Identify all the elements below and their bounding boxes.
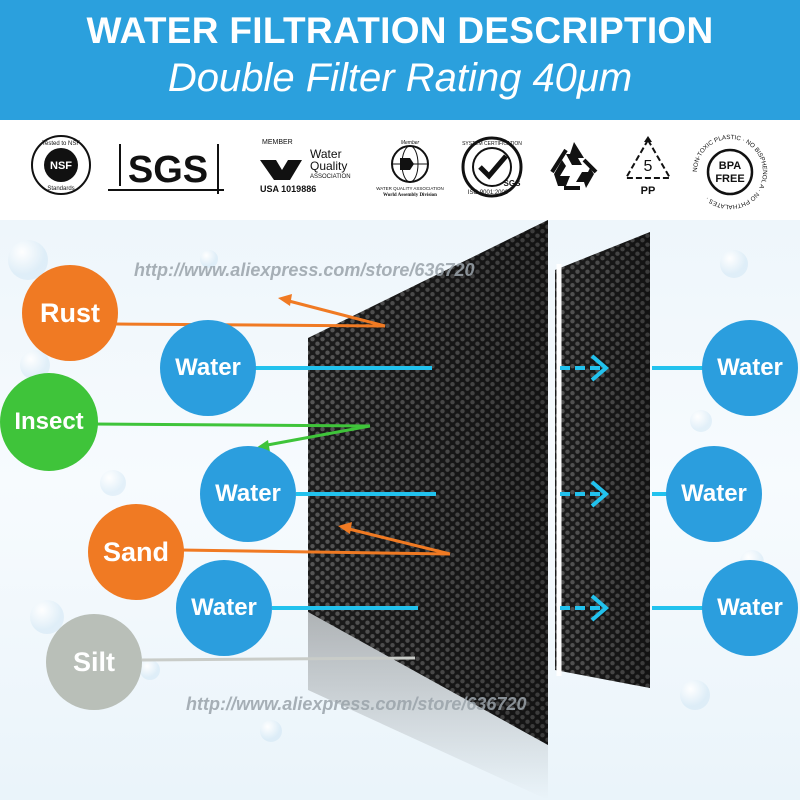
watermark-bottom: http://www.aliexpress.com/store/636720	[186, 694, 527, 714]
wqa-world-line2: World Assembly Division	[383, 193, 437, 198]
bpa-free-logo: BPA FREE NON-TOXIC PLASTIC · NO BISPHENO…	[692, 134, 768, 210]
water-bubble	[200, 250, 218, 268]
pass-arrow-3	[560, 594, 610, 622]
filtration-diagram: http://www.aliexpress.com/store/636720 h…	[0, 220, 800, 800]
checkmark-icon	[478, 154, 508, 180]
insect-circle: Insect	[0, 373, 98, 471]
water-in-circle-1: Water	[160, 320, 256, 416]
sand-circle: Sand	[88, 504, 184, 600]
wqa-line2: Quality	[310, 159, 347, 173]
wqa-world-member: Member	[401, 140, 420, 146]
pp-label: PP	[641, 185, 656, 197]
iso-bottom-text: ISO 9001:2000	[468, 190, 509, 196]
water-bubble	[680, 680, 710, 710]
water-bubble	[100, 470, 126, 496]
sand-arrow	[179, 522, 451, 556]
water-bubble	[720, 250, 748, 278]
certification-row: NSF Tested to NSF Standards SGS MEMBER W…	[0, 120, 800, 220]
pass-arrow-1	[560, 354, 610, 382]
rust-circle: Rust	[22, 265, 118, 361]
recycle-icon	[550, 142, 598, 190]
nsf-mark: NSF	[50, 160, 72, 172]
pp-recycle-icon: 5 PP	[624, 136, 672, 197]
bpa-text-1: BPA	[719, 160, 741, 172]
water-bubble	[260, 720, 282, 742]
water-out-circle-1: Water	[702, 320, 798, 416]
water-in-circle-2: Water	[200, 446, 296, 542]
water-bubble	[140, 660, 160, 680]
rust-arrow	[115, 294, 386, 328]
water-bubble	[690, 410, 712, 432]
sgs-text: SGS	[128, 149, 208, 191]
silt-circle: Silt	[46, 614, 142, 710]
watermark-top: http://www.aliexpress.com/store/636720	[134, 260, 475, 280]
wqa-logo: MEMBER Water Quality ASSOCIATION USA 101…	[260, 139, 351, 194]
water-out-circle-3: Water	[702, 560, 798, 656]
bpa-text-2: FREE	[715, 173, 744, 185]
silt-arrow	[141, 656, 416, 662]
wqa-line3: ASSOCIATION	[310, 174, 351, 180]
page-title: WATER FILTRATION DESCRIPTION	[86, 10, 714, 51]
pp-number: 5	[644, 158, 653, 175]
iso-sgs-text: SGS	[504, 179, 522, 188]
header-banner: WATER FILTRATION DESCRIPTION Double Filt…	[0, 0, 800, 120]
wqa-icon	[260, 160, 302, 180]
second-filter-layer	[555, 232, 650, 688]
first-filter-layer	[308, 220, 548, 800]
water-in-circle-3: Water	[176, 560, 272, 656]
nsf-logo: NSF Tested to NSF Standards	[31, 135, 91, 195]
wqa-member-text: MEMBER	[262, 139, 293, 146]
water-out-circle-2: Water	[666, 446, 762, 542]
filter-lines-svg	[91, 220, 706, 800]
wqa-line1: Water	[310, 147, 342, 161]
sgs-logo: SGS	[108, 144, 224, 194]
wqa-world-logo: Member WATER QUALITY ASSOCIATION World A…	[376, 140, 444, 198]
pass-arrow-2	[560, 480, 610, 508]
page-subtitle: Double Filter Rating 40μm	[167, 56, 633, 100]
iso-top-text: SYSTEM CERTIFICATION	[462, 141, 522, 147]
iso-sgs-logo: SYSTEM CERTIFICATION ISO 9001:2000 SGS	[461, 136, 523, 198]
nsf-top-text: Tested to NSF	[42, 141, 80, 147]
nsf-bottom-text: Standards	[47, 186, 74, 192]
wqa-number: USA 1019886	[260, 184, 316, 194]
wqa-world-line1: WATER QUALITY ASSOCIATION	[376, 186, 444, 191]
